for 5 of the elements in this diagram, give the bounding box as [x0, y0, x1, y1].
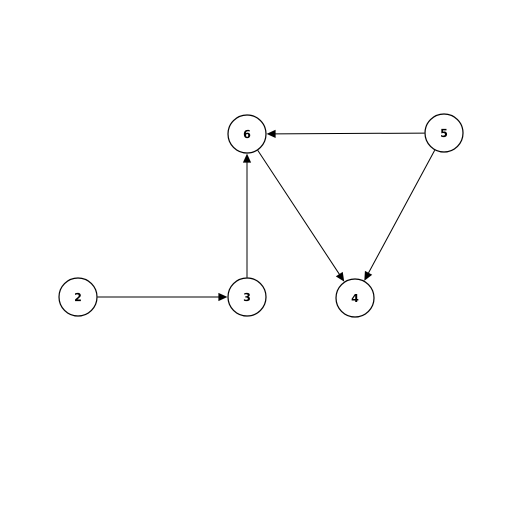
graph-node: 6 [227, 114, 267, 154]
graph-node: 4 [335, 278, 375, 318]
graph-node: 5 [424, 113, 464, 153]
graph-node: 2 [58, 277, 98, 317]
graph-node: 3 [227, 277, 267, 317]
